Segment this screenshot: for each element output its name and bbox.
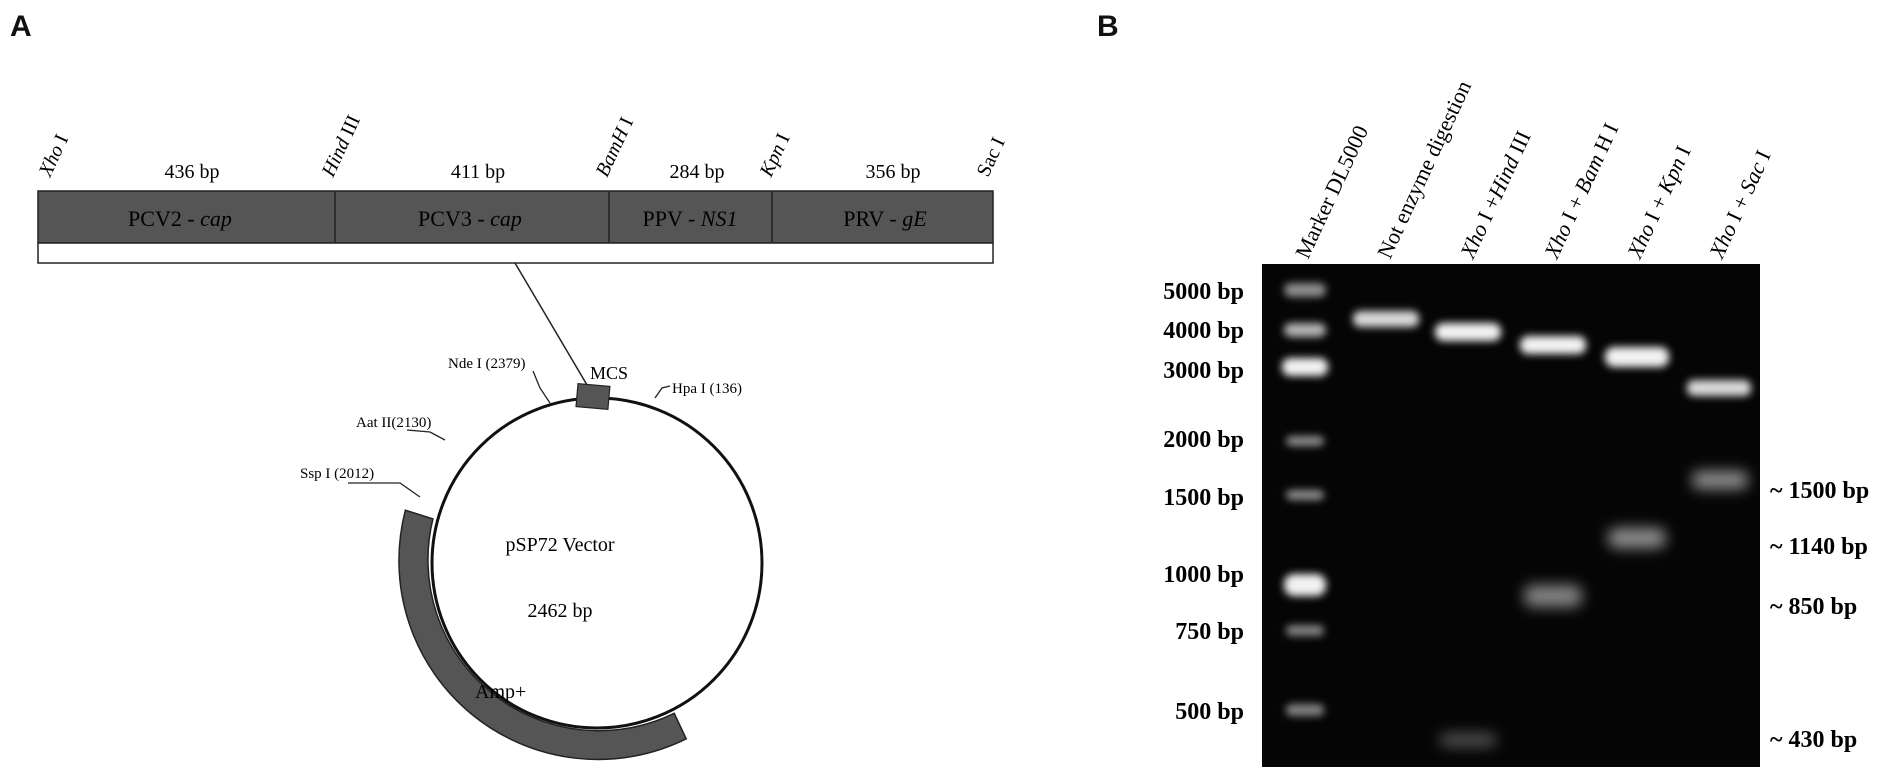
vector-site-nde: Nde I (2379) [448, 356, 525, 372]
plasmid-circle [430, 396, 764, 730]
marker-size-labels: 5000 bp 4000 bp 3000 bp 2000 bp 1500 bp … [1163, 279, 1244, 725]
segment-name-prv: PRV - gE [843, 206, 927, 231]
panel-a: Xho I Hind III BamH I Kpn I Sac I 436 bp… [34, 112, 1010, 761]
fragment-label-1140: ~ 1140 bp [1770, 534, 1868, 560]
marker-band-4000 [1284, 323, 1326, 337]
marker-band-1000 [1284, 574, 1326, 596]
marker-label-750: 750 bp [1175, 619, 1244, 645]
site-label-xho: Xho I [34, 131, 73, 181]
fragment-label-850: ~ 850 bp [1770, 594, 1857, 620]
panel-a-letter: A [10, 10, 32, 43]
segment-name-ppv: PPV - NS1 [643, 206, 738, 231]
site-label-kpn: Kpn I [755, 130, 794, 181]
mcs-label: MCS [590, 363, 628, 383]
marker-band-1500 [1286, 490, 1324, 500]
fragment-label-430: ~ 430 bp [1770, 727, 1857, 753]
vector-site-aat: Aat II(2130) [356, 415, 431, 431]
amp-label: Amp+ [475, 681, 526, 703]
vector-site-hpa: Hpa I (136) [672, 381, 742, 397]
marker-lane [1282, 283, 1328, 716]
lane-label-xho-kpn: Xho I + Kpn I [1621, 142, 1695, 263]
fragment-label-1500: ~ 1500 bp [1770, 478, 1869, 504]
aat-leader [406, 429, 446, 441]
marker-label-1000: 1000 bp [1163, 562, 1244, 588]
site-label-sac: Sac I [973, 134, 1010, 180]
band-undigested [1353, 311, 1419, 327]
site-label-hind: Hind III [317, 112, 365, 181]
band-kpn-1140 [1608, 528, 1666, 548]
ssp-leader [348, 482, 421, 498]
fragment-size-labels: ~ 1500 bp ~ 1140 bp ~ 850 bp ~ 430 bp [1770, 478, 1869, 753]
marker-band-3000 [1282, 358, 1328, 376]
marker-band-500 [1286, 704, 1324, 716]
lane-label-xho-bamh: Xho I + Bam H I [1538, 119, 1623, 263]
segment-name-pcv2: PCV2 - cap [128, 206, 232, 231]
lane-label-xho-hind: Xho I +Hind III [1454, 127, 1535, 263]
gel-image [1262, 264, 1760, 767]
hpa-leader [654, 385, 671, 399]
insert-connector-line [514, 262, 591, 391]
panel-b: Marker DL5000 Not enzyme digestion Xho I… [1163, 77, 1869, 767]
marker-band-750 [1286, 625, 1324, 636]
marker-label-3000: 3000 bp [1163, 358, 1244, 384]
band-sac-1500 [1692, 471, 1748, 489]
segment-size-pcv3: 411 bp [451, 161, 505, 183]
marker-label-4000: 4000 bp [1163, 318, 1244, 344]
band-sac-vector [1687, 380, 1751, 396]
lane-label-marker: Marker DL5000 [1290, 121, 1373, 262]
lane-label-xho-sac: Xho I + Sac I [1703, 146, 1775, 263]
vector-name: pSP72 Vector [505, 534, 614, 556]
nde-leader [532, 370, 551, 404]
site-label-bamh: BamH I [592, 114, 638, 180]
band-hind-430 [1440, 733, 1496, 747]
vector-site-ssp: Ssp I (2012) [300, 466, 374, 482]
marker-label-5000: 5000 bp [1163, 279, 1244, 305]
sample-lanes [1353, 311, 1751, 747]
segment-name-pcv3: PCV3 - cap [418, 206, 522, 231]
marker-label-1500: 1500 bp [1163, 485, 1244, 511]
marker-band-2000 [1286, 436, 1324, 446]
marker-band-5000 [1284, 283, 1326, 297]
segment-size-ppv: 284 bp [670, 161, 725, 183]
band-bamh-850 [1524, 585, 1582, 607]
amp-resistance-arc [398, 509, 688, 761]
band-bamh-vector [1520, 336, 1586, 354]
segment-size-pcv2: 436 bp [165, 161, 220, 183]
band-hind-vector [1435, 323, 1501, 341]
lane-label-undigested: Not enzyme digestion [1372, 77, 1476, 263]
marker-label-500: 500 bp [1175, 699, 1244, 725]
band-kpn-vector [1605, 347, 1669, 367]
segment-size-prv: 356 bp [866, 161, 921, 183]
mcs-box [575, 382, 611, 410]
marker-label-2000: 2000 bp [1163, 427, 1244, 453]
panel-b-letter: B [1097, 10, 1119, 43]
vector-size: 2462 bp [528, 600, 593, 622]
